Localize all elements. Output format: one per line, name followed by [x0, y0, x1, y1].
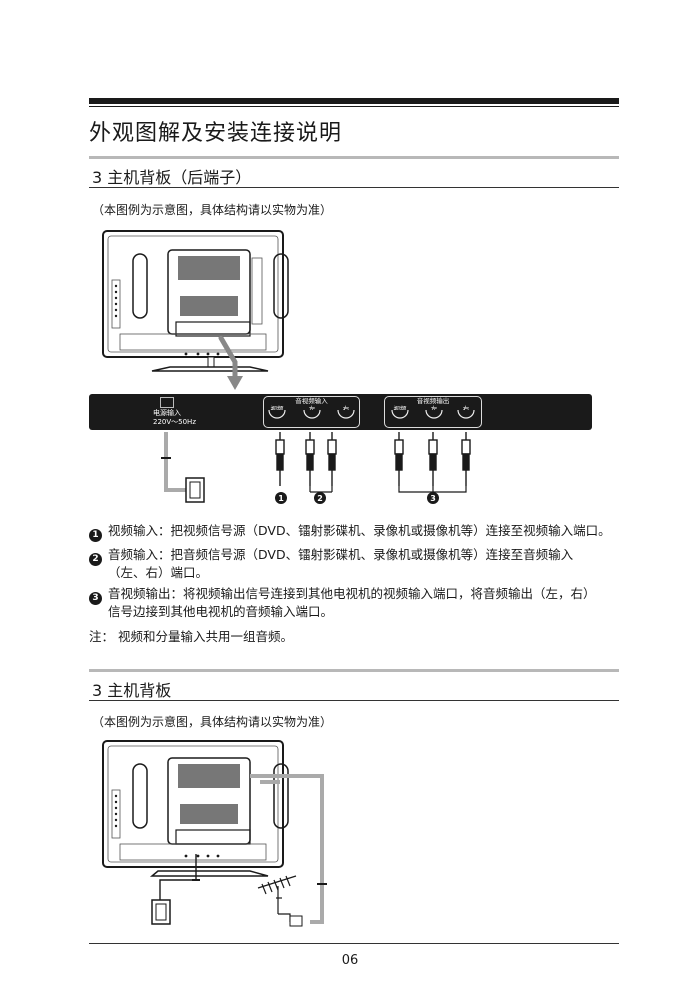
power-cable	[161, 432, 205, 503]
section-divider	[89, 156, 619, 159]
av-input-title: 音视频输入	[295, 397, 328, 405]
svg-text:2: 2	[317, 494, 323, 503]
av-in-video-jack	[268, 410, 286, 419]
tv-rear-diagram-2	[102, 740, 327, 927]
av-cable-diagram: 1 2 3	[161, 410, 475, 504]
section2-title: 3 主机背板	[92, 681, 172, 700]
marker-3: 3	[427, 492, 439, 504]
antenna-cable	[250, 774, 324, 924]
marker-2: 2	[314, 492, 326, 504]
av-out-video-label: 视频	[393, 405, 407, 413]
instruction-2: 2 音频输入：把音频信号源（DVD、镭射影碟机、录像机或摄像机等）连接至音频输入	[89, 546, 573, 566]
power-socket	[160, 397, 174, 408]
section1-title: 3 主机背板（后端子）	[92, 168, 252, 187]
footnote: 注： 视频和分量输入共用一组音频。	[89, 629, 293, 644]
header-rule-thick	[89, 98, 619, 104]
av-output-block	[384, 396, 482, 428]
av-out-right-jack	[457, 410, 475, 419]
power-input-label: 电源输入	[153, 409, 181, 417]
instruction-1: 1 视频输入：把视频信号源（DVD、镭射影碟机、录像机或摄像机等）连接至视频输入端…	[89, 522, 611, 542]
rca-plug-2	[305, 432, 315, 486]
section2-divider	[89, 669, 619, 672]
rca-plug-3	[327, 432, 337, 486]
instruction-3-text: 音视频输出：将视频输出信号连接到其他电视机的视频输入端口，将音频输出（左，右）	[108, 586, 596, 601]
av-in-left-jack	[303, 410, 321, 419]
av-in-right-label: 右	[342, 405, 350, 413]
instruction-3-cont: 信号边接到其他电视机的音频输入端口。	[108, 604, 334, 619]
connection-arrow	[218, 336, 243, 390]
tv-rear-diagram-1	[102, 230, 289, 372]
av-in-left-label: 左	[308, 405, 316, 413]
power-spec-label: 220V～50Hz	[153, 418, 196, 426]
footer-rule	[89, 943, 619, 944]
bullet-1: 1	[89, 529, 102, 542]
page-title: 外观图解及安装连接说明	[89, 121, 343, 146]
av-output-title: 音视频输出	[416, 397, 450, 405]
instruction-3: 3 音视频输出：将视频输出信号连接到其他电视机的视频输入端口，将音频输出（左，右）	[89, 585, 596, 605]
rca-plug-4	[394, 432, 404, 486]
antenna-connector	[289, 915, 303, 927]
av-out-left-label: 左	[430, 405, 438, 413]
instruction-2-text: 音频输入：把音频信号源（DVD、镭射影碟机、录像机或摄像机等）连接至音频输入	[108, 547, 574, 562]
instruction-1-text: 视频输入：把视频信号源（DVD、镭射影碟机、录像机或摄像机等）连接至视频输入端口…	[108, 523, 611, 538]
marker-1: 1	[275, 492, 287, 504]
av-in-video-label: 视频	[270, 405, 284, 413]
section2-note: （本图例为示意图，具体结构请以实物为准）	[92, 715, 333, 729]
rca-plug-1	[275, 432, 285, 486]
av-out-right-label: 右	[462, 405, 470, 413]
rca-plug-6	[461, 432, 471, 486]
svg-text:3: 3	[430, 494, 436, 503]
av-out-video-jack	[391, 410, 409, 419]
av-input-block	[263, 396, 360, 428]
av-in-right-jack	[337, 410, 355, 419]
rca-plug-5	[428, 432, 438, 486]
instruction-2-cont: （左、右）端口。	[108, 565, 209, 580]
page-number: 06	[341, 953, 359, 968]
header-rule-thin	[89, 106, 619, 107]
power-cord	[159, 854, 197, 910]
bullet-2: 2	[89, 553, 102, 566]
av-out-left-jack	[425, 410, 443, 419]
section1-underline	[89, 187, 619, 188]
section2-underline	[89, 700, 619, 701]
bullet-3: 3	[89, 592, 102, 605]
antenna	[257, 875, 297, 922]
section1-note: （本图例为示意图，具体结构请以实物为准）	[92, 203, 333, 217]
svg-text:1: 1	[278, 494, 284, 503]
